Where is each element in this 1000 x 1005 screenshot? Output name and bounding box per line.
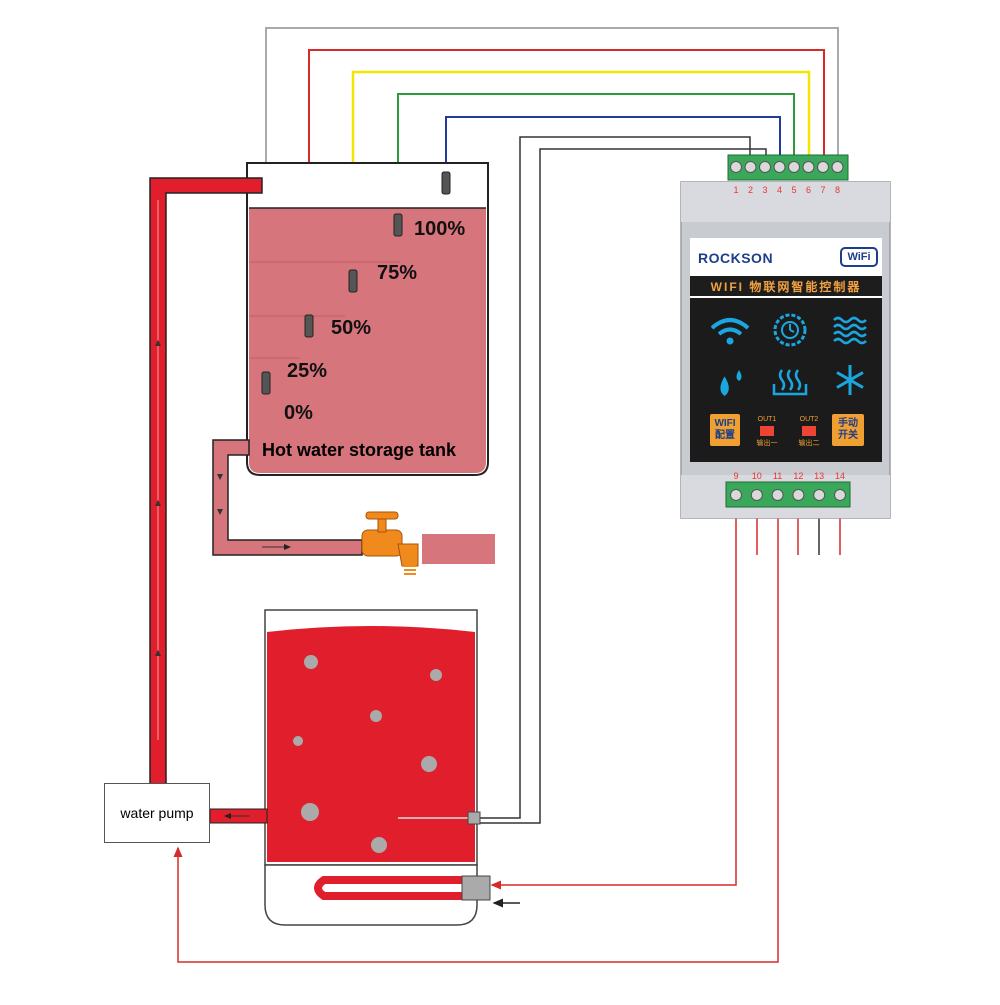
bottom-terminal-block bbox=[725, 481, 851, 508]
level-label-25: 25% bbox=[287, 360, 328, 382]
water-waves-icon bbox=[833, 316, 867, 345]
riser-pipe bbox=[149, 177, 263, 787]
top-terminal-number: 7 bbox=[820, 185, 826, 195]
wire-heater-out bbox=[490, 505, 737, 890]
wifi-config-button[interactable]: WIFI 配置 bbox=[710, 414, 740, 446]
top-terminal-screw-1 bbox=[730, 161, 742, 173]
top-terminal-screw-4 bbox=[773, 161, 786, 173]
water-pump-box: water pump bbox=[104, 783, 210, 843]
water-drops-icon bbox=[720, 370, 742, 396]
heating-icon bbox=[772, 369, 808, 396]
top-terminal-number: 1 bbox=[733, 185, 739, 195]
sensor-25 bbox=[304, 314, 314, 338]
out2-indicator bbox=[802, 426, 816, 436]
bottom-terminal-number: 9 bbox=[733, 471, 739, 481]
controller-subtitle: WIFI 物联网智能控制器 bbox=[690, 276, 882, 296]
controller-device bbox=[680, 181, 891, 519]
clock-icon bbox=[773, 313, 807, 347]
top-terminal-number: 2 bbox=[747, 185, 753, 195]
wifi-icon bbox=[710, 318, 750, 345]
bottom-terminal-screw-1 bbox=[730, 489, 742, 501]
top-terminal-block bbox=[727, 154, 849, 181]
top-terminal-number: 8 bbox=[834, 185, 840, 195]
bottom-terminal-number: 13 bbox=[814, 471, 825, 481]
snowflake-icon bbox=[836, 365, 864, 395]
out1-label: OUT1 bbox=[757, 416, 777, 423]
top-terminal-screw-5 bbox=[788, 161, 800, 173]
level-label-100: 100% bbox=[414, 218, 466, 240]
bottom-terminal-screw-4 bbox=[792, 489, 805, 501]
top-terminal-number: 3 bbox=[762, 185, 768, 195]
outlet-label-box bbox=[422, 534, 495, 564]
bottom-terminal-number: 12 bbox=[793, 471, 804, 481]
top-terminal-screw-3 bbox=[759, 161, 771, 173]
bottom-terminal-number: 11 bbox=[772, 471, 783, 481]
wire-green-sensor-75 bbox=[397, 93, 795, 218]
heating-element bbox=[314, 876, 466, 900]
controller-brand: ROCKSON bbox=[698, 250, 774, 266]
out2-label: OUT2 bbox=[799, 416, 819, 423]
top-terminal-screw-6 bbox=[802, 161, 815, 173]
bottom-terminal-number: 14 bbox=[834, 471, 845, 481]
bottom-terminal-screw-2 bbox=[750, 489, 763, 501]
wire-probe-b bbox=[478, 148, 767, 824]
sensor-75 bbox=[393, 213, 403, 237]
top-terminal-number: 5 bbox=[791, 185, 797, 195]
manual-switch-button[interactable]: 手动 开关 bbox=[832, 414, 864, 446]
tank-title: Hot water storage tank bbox=[262, 440, 457, 460]
bottom-terminal-screw-3 bbox=[771, 489, 784, 501]
top-terminal-screw-2 bbox=[744, 161, 757, 173]
faucet-icon bbox=[361, 511, 419, 575]
sensor-50 bbox=[348, 269, 358, 293]
bottom-terminal-number: 10 bbox=[751, 471, 762, 481]
top-terminal-number: 4 bbox=[776, 185, 782, 195]
sensor-0 bbox=[261, 371, 271, 395]
level-label-0: 0% bbox=[284, 402, 313, 424]
level-label-50: 50% bbox=[331, 317, 372, 339]
out1-sub-label: 输出一 bbox=[756, 440, 778, 447]
top-terminal-number: 6 bbox=[805, 185, 811, 195]
wire-pump-power bbox=[173, 505, 779, 963]
top-terminal-screw-7 bbox=[817, 161, 829, 173]
level-sensors bbox=[261, 171, 451, 395]
wire-probe-a bbox=[478, 136, 751, 819]
bottom-terminal-screw-5 bbox=[813, 489, 826, 501]
level-label-75: 75% bbox=[377, 262, 418, 284]
boiler-tank bbox=[264, 609, 491, 926]
top-terminal-screw-8 bbox=[831, 161, 844, 173]
wifi-badge: WiFi bbox=[840, 247, 878, 267]
bottom-terminal-screw-6 bbox=[834, 489, 846, 501]
hot-water-storage-tank bbox=[246, 162, 489, 476]
sensor-100 bbox=[441, 171, 451, 195]
wire-blue-sensor-100 bbox=[445, 116, 781, 178]
out2-sub-label: 输出二 bbox=[798, 440, 820, 447]
out1-indicator bbox=[760, 426, 774, 436]
pump-inlet-pipe bbox=[209, 808, 268, 824]
